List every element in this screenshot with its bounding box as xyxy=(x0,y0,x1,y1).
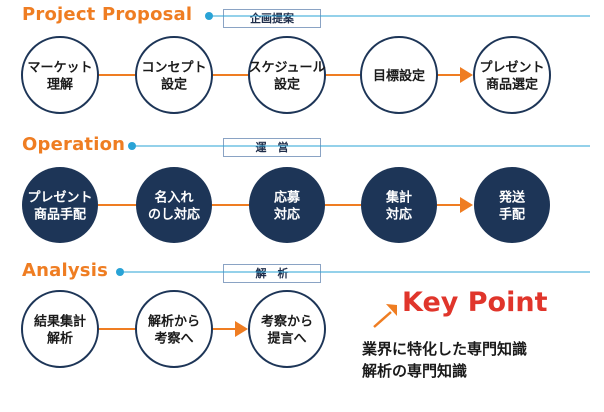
section-title-operation: Operation xyxy=(22,134,126,155)
step-label: 設定 xyxy=(274,77,300,93)
section-title-project-proposal: Project Proposal xyxy=(22,4,193,25)
keypoint-line-1: 業界に特化した専門知識 xyxy=(362,340,528,358)
step-circle xyxy=(21,36,99,114)
step-circle xyxy=(248,290,326,368)
keypoint-arrow-icon xyxy=(386,304,397,316)
step-circle xyxy=(248,36,326,114)
section-bullet-dot xyxy=(128,142,136,150)
keypoint-line-2: 解析の専門知識 xyxy=(362,362,468,380)
step-label: プレゼント xyxy=(479,60,544,76)
step-label: 商品選定 xyxy=(486,77,538,93)
keypoint-title: Key Point xyxy=(402,287,548,318)
step-label: 応募 xyxy=(274,190,301,206)
section-bullet-dot xyxy=(116,268,124,276)
step-circle xyxy=(136,167,212,243)
section-title-analysis: Analysis xyxy=(22,260,108,281)
keypoint-arrow-line xyxy=(373,311,392,328)
step-label: 考察へ xyxy=(154,331,193,347)
step-label: マーケット xyxy=(27,61,92,76)
step-label: 商品手配 xyxy=(34,207,86,223)
step-circle xyxy=(473,36,551,114)
step-label: 解析から xyxy=(147,314,200,330)
arrow-head-icon xyxy=(460,197,473,213)
step-circle xyxy=(360,36,438,114)
step-label: 名入れ xyxy=(154,190,193,206)
arrow-head-icon xyxy=(235,321,248,337)
section-label-analysis: 解 析 xyxy=(223,264,321,283)
step-label: 設定 xyxy=(161,77,187,93)
step-circle xyxy=(22,167,98,243)
step-label: 対応 xyxy=(385,207,412,223)
step-label: のし対応 xyxy=(148,207,200,223)
step-label: 考察から xyxy=(261,314,313,330)
step-circle xyxy=(474,167,550,243)
step-label: 結果集計 xyxy=(34,314,86,330)
step-label: 提言へ xyxy=(267,331,306,347)
step-circle xyxy=(249,167,325,243)
step-label: 発送 xyxy=(498,190,526,206)
step-label: 手配 xyxy=(499,207,525,223)
step-label: プレゼント xyxy=(27,190,92,206)
section-bullet-dot xyxy=(205,12,213,20)
step-circle xyxy=(361,167,437,243)
step-circle xyxy=(135,290,213,368)
step-circle xyxy=(21,290,99,368)
arrow-head-icon xyxy=(460,67,473,83)
step-label: 目標設定 xyxy=(373,68,425,84)
step-circle xyxy=(135,36,213,114)
step-label: 対応 xyxy=(273,207,300,223)
step-label: 集計 xyxy=(385,190,412,206)
step-label: 理解 xyxy=(47,77,73,93)
section-label-planning: 企画提案 xyxy=(223,9,321,28)
step-label: 解析 xyxy=(46,331,73,347)
section-label-operation: 運 営 xyxy=(223,138,321,157)
step-label: スケジュール xyxy=(248,61,325,76)
step-label: コンセプト xyxy=(141,61,206,76)
